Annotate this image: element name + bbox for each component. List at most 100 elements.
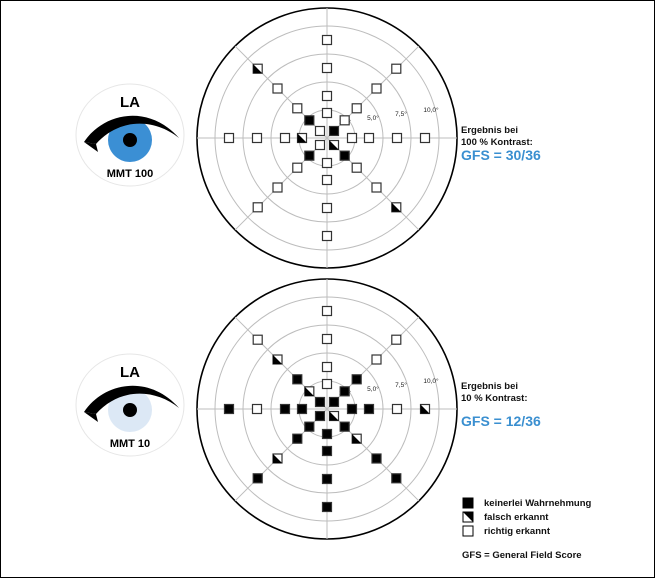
test-point-down_right-half xyxy=(391,202,402,213)
test-point-down_left-empty xyxy=(292,162,303,173)
eye-label: LA xyxy=(120,94,140,111)
visual-field-chart-mmt100: 2,5°5,0°7,5°10,0° xyxy=(196,7,458,269)
ring-label: 5,0° xyxy=(367,385,379,393)
test-point-down_right-filled xyxy=(371,453,382,464)
test-point-center-filled xyxy=(328,125,340,137)
test-point-down_right-filled xyxy=(339,150,350,161)
test-point-center-empty xyxy=(314,139,326,151)
test-point-up_right-filled xyxy=(339,386,350,397)
test-point-down-filled xyxy=(321,473,333,485)
test-label: MMT 100 xyxy=(107,168,153,180)
test-points xyxy=(223,34,431,242)
test-point-right-half xyxy=(419,403,431,415)
test-point-up-empty xyxy=(321,90,333,102)
test-point-up_left-filled xyxy=(292,374,303,385)
test-point-up_right-empty xyxy=(391,63,402,74)
ring-3 xyxy=(242,324,412,494)
test-point-down-filled xyxy=(321,445,333,457)
test-point-center-filled xyxy=(314,396,326,408)
gfs-score-mmt100: GFS = 30/36 xyxy=(461,147,541,163)
legend-label: falsch erkannt xyxy=(484,511,549,523)
test-point-left-half xyxy=(296,132,308,144)
legend-label: richtig erkannt xyxy=(484,525,550,537)
test-point-right-empty xyxy=(391,403,403,415)
test-point-up_right-empty xyxy=(351,103,362,114)
legend-item-half: falsch erkannt xyxy=(462,510,591,524)
ring-2 xyxy=(270,81,384,195)
test-point-down-filled xyxy=(321,501,333,513)
test-point-down_left-filled xyxy=(292,433,303,444)
test-point-up-empty xyxy=(321,34,333,46)
test-point-up_left-half xyxy=(272,354,283,365)
test-point-up-empty xyxy=(321,305,333,317)
result-line1: Ergebnis bei xyxy=(461,381,519,392)
test-point-center-half xyxy=(328,139,340,151)
test-point-up-empty xyxy=(321,361,333,373)
test-point-up-empty xyxy=(321,333,333,345)
ring-label: 10,0° xyxy=(423,106,439,114)
visual-field-chart-mmt10: 2,5°5,0°7,5°10,0° xyxy=(196,278,458,540)
test-point-right-filled xyxy=(363,403,375,415)
test-point-up_right-empty xyxy=(339,115,350,126)
test-point-center-filled xyxy=(328,396,340,408)
empty-square-icon xyxy=(462,525,474,537)
test-point-up_left-empty xyxy=(252,334,263,345)
legend-footnote: GFS = General Field Score xyxy=(462,550,582,561)
test-point-up_left-half xyxy=(304,386,315,397)
test-point-up_right-empty xyxy=(371,354,382,365)
test-point-center-empty xyxy=(314,125,326,137)
test-point-down_left-filled xyxy=(304,150,315,161)
eye-icon: LA MMT 10 xyxy=(75,353,185,457)
test-point-left-filled xyxy=(296,403,308,415)
test-point-down_right-empty xyxy=(351,162,362,173)
test-point-left-filled xyxy=(223,403,235,415)
legend: keinerlei Wahrnehmung falsch erkannt ric… xyxy=(462,496,591,538)
test-points xyxy=(223,305,431,513)
test-point-up_right-empty xyxy=(391,334,402,345)
test-point-up_right-filled xyxy=(351,374,362,385)
test-point-center-half xyxy=(328,410,340,422)
test-point-center-filled xyxy=(314,410,326,422)
test-point-down-filled xyxy=(321,428,333,440)
test-point-down_left-half xyxy=(272,453,283,464)
test-point-down-empty xyxy=(321,230,333,242)
test-point-up_left-empty xyxy=(292,103,303,114)
test-point-right-empty xyxy=(391,132,403,144)
test-point-down_left-empty xyxy=(252,202,263,213)
result-label-mmt100: Ergebnis bei 100 % Kontrast: xyxy=(461,125,533,149)
test-point-down-empty xyxy=(321,174,333,186)
legend-label: keinerlei Wahrnehmung xyxy=(484,497,592,509)
test-point-up_left-half xyxy=(252,63,263,74)
test-point-down_right-filled xyxy=(391,473,402,484)
test-point-right-empty xyxy=(346,132,358,144)
ring-4 xyxy=(214,25,440,251)
ring-label: 7,5° xyxy=(395,381,407,389)
test-point-left-empty xyxy=(279,132,291,144)
test-point-down_left-filled xyxy=(252,473,263,484)
ring-2 xyxy=(270,352,384,466)
test-point-right-empty xyxy=(419,132,431,144)
half-square-icon xyxy=(462,511,474,523)
test-point-up_left-empty xyxy=(272,83,283,94)
filled-square-icon xyxy=(462,497,474,509)
test-point-left-empty xyxy=(251,132,263,144)
test-point-down_left-empty xyxy=(272,182,283,193)
eye-icon: LA MMT 100 xyxy=(75,83,185,187)
gfs-score-mmt10: GFS = 12/36 xyxy=(461,413,541,429)
test-point-down-empty xyxy=(321,202,333,214)
test-point-down_right-half xyxy=(351,433,362,444)
test-point-down_right-filled xyxy=(339,421,350,432)
legend-item-filled: keinerlei Wahrnehmung xyxy=(462,496,591,510)
test-point-up_left-filled xyxy=(304,115,315,126)
eye-badge-mmt100: LA MMT 100 xyxy=(74,82,186,188)
result-line1: Ergebnis bei xyxy=(461,125,519,136)
ring-4 xyxy=(214,296,440,522)
test-point-down-empty xyxy=(321,157,333,169)
test-point-right-filled xyxy=(346,403,358,415)
test-label: MMT 10 xyxy=(110,438,150,450)
test-point-right-empty xyxy=(363,132,375,144)
result-line2: 100 % Kontrast: xyxy=(461,137,533,148)
test-point-down_left-filled xyxy=(304,421,315,432)
test-point-left-empty xyxy=(223,132,235,144)
test-point-up-empty xyxy=(321,378,333,390)
